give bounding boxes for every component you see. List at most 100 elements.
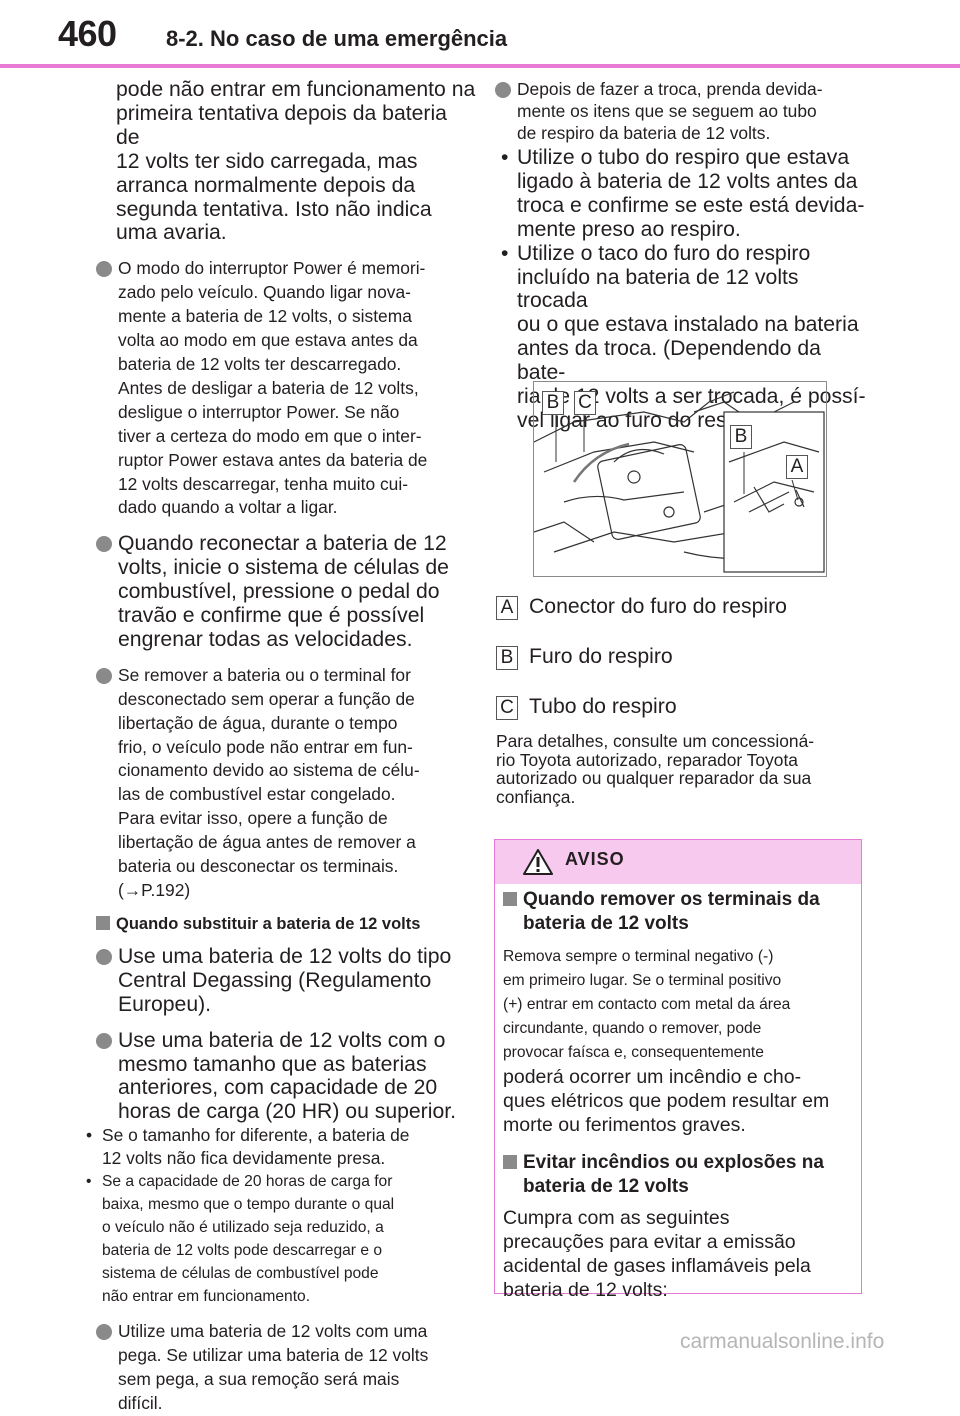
watermark-text[interactable]: carmanualsonline.info [680,1330,885,1353]
text-line: Se remover a bateria ou o terminal for [118,664,411,685]
dot-marker-icon: • [501,241,509,265]
text-line: cionamento devido ao sistema de célu- [118,760,420,781]
subheading-replace: Quando substituir a bateria de 12 volts [96,913,476,935]
text-line: Remova sempre o terminal negativo (-) [503,948,774,965]
text-line: ou o que estava instalado na bateria [517,313,859,337]
text-line: pode não entrar em funcionamento na [116,78,476,101]
text-line: volts, inicie o sistema de células de [118,556,449,580]
bullet-reconnect: Quando reconectar a bateria de 12 volts,… [96,532,476,652]
bullet-power-mode: O modo do interruptor Power é memori- za… [96,257,476,520]
text-line: bateria de 12 volts [523,1175,689,1197]
figure-legend: A Conector do furo do respiro B Furo do … [496,594,876,720]
text-line: Para evitar isso, opere a função de [118,808,388,829]
text-line: volta ao modo em que estava antes da [118,330,418,351]
right-column: Depois de fazer a troca, prenda devida- … [495,78,875,433]
text-line: anteriores, com capacidade de 20 [118,1076,438,1100]
text-line: ques elétricos que podem resultar em [503,1090,830,1112]
figure-label-a: A [786,455,808,479]
text-line: bateria ou desconectar os terminais. [118,856,399,877]
text-line: ria de 12 volts a ser trocada, é possí- [517,385,866,409]
sub-bullet-capacity: • Se a capacidade de 20 horas de carga f… [80,1170,476,1308]
text-line: las de combustível estar congelado. [118,784,396,805]
warning-body-fire: Cumpra com as seguintes precauções para … [503,1206,853,1302]
text-line: O modo do interruptor Power é memori- [118,258,426,279]
text-line: desligue o interruptor Power. Se não [118,401,400,422]
text-line: difícil. [118,1392,163,1413]
text-line: Evitar incêndios ou explosões na [523,1152,824,1173]
legend-text: Conector do furo do respiro [529,595,787,618]
bullet-dot-icon [96,261,112,278]
text-line: horas de carga (20 HR) ou superior. [118,1100,456,1124]
text-line: mente preso ao respiro. [517,217,741,241]
legend-item-c: C Tubo do respiro [496,694,876,720]
figure-label-b: B [542,391,564,415]
dot-marker-icon: • [86,1125,93,1146]
text-line: Cumpra com as seguintes [503,1207,730,1229]
bullet-dot-icon [96,1032,112,1049]
square-bullet-icon [503,1155,517,1169]
text-line: 12 volts ter sido carregada, mas [116,149,418,173]
bullet-water-release: Se remover a bateria ou o terminal for d… [96,664,476,903]
text-line: 12 volts descarregar, tenha muito cui- [118,473,408,494]
bullet-dot-icon [96,536,112,553]
text-line: tiver a certeza do modo em que o inter- [118,425,422,446]
text-line: bateria de 12 volts: [503,1279,668,1301]
text-line: acidental de gases inflamáveis pela [503,1255,811,1277]
text-line: poderá ocorrer um incêndio e cho- [503,1066,802,1088]
text-line: Use uma bateria de 12 volts do tipo [118,944,452,968]
text-line: 12 volts não fica devidamente presa. [102,1148,386,1169]
text-line: mente os itens que se seguem ao tubo [517,101,817,121]
bullet-after-replacement: Depois de fazer a troca, prenda devida- … [495,78,875,144]
text-line: Quando remover os terminais da [523,889,820,910]
figure-label-b: B [730,425,752,449]
text-line: provocar faísca e, consequentemente [503,1044,764,1061]
text-line: travão e confirme que é possível [118,604,425,628]
text-line: rio Toyota autorizado, reparador Toyota [496,749,798,770]
text-line: confiança. [496,786,576,807]
text-line: baixa, mesmo que o tempo durante o qual [102,1196,395,1214]
intro-paragraph: pode não entrar em funcionamento na prim… [96,78,476,245]
text-line: bateria de 12 volts ter descarregado. [118,353,402,374]
text-line: primeira tentativa depois da bateria de [116,101,447,149]
bullet-handle: Utilize uma bateria de 12 volts com uma … [96,1320,476,1416]
bullet-dot-icon [495,82,511,98]
text-line: segunda tentativa. Isto não indica [116,197,432,221]
section-title: 8-2. No caso de uma emergência [166,26,508,51]
text-line: libertação de água, durante o tempo [118,712,398,733]
text-line: antes da troca. (Dependendo da bate- [517,337,821,385]
text-line: sistema de células de combustível pode [102,1265,379,1283]
header-rule [0,64,960,68]
legend-text: Furo do respiro [529,645,673,668]
text-line: sem pega, a sua remoção será mais [118,1369,400,1390]
text-line: libertação de água antes de remover a [118,832,416,853]
warning-body-remove: Remova sempre o terminal negativo (-) em… [503,945,853,1137]
text-line: combustível, pressione o pedal do [118,580,440,604]
bullet-dot-icon [96,1324,112,1341]
warning-content: Quando remover os terminais da bateria d… [503,888,853,1302]
warning-heading-remove: Quando remover os terminais da bateria d… [503,888,853,935]
left-column: pode não entrar em funcionamento na prim… [86,78,476,1416]
text-line: uma avaria. [116,221,227,245]
text-line: dado quando a voltar a ligar. [118,497,338,518]
text-line: precauções para evitar a emissão [503,1231,796,1253]
text-line: não entrar em funcionamento. [102,1288,311,1306]
text-line: Depois de fazer a troca, prenda devida- [517,79,823,99]
text-line: morte ou ferimentos graves. [503,1114,746,1136]
text-line: mesmo tamanho que as baterias [118,1052,427,1076]
page-reference-link[interactable]: (→P.192) [118,880,191,900]
legend-text: Tubo do respiro [529,695,677,718]
text-line: Use uma bateria de 12 volts com o [118,1028,446,1052]
text-line: Antes de desligar a bateria de 12 volts, [118,377,419,398]
text-line: Se a capacidade de 20 horas de carga for [102,1173,393,1191]
text-line: zado pelo veículo. Quando ligar nova- [118,282,411,303]
square-bullet-icon [503,892,517,906]
text-line: de respiro da bateria de 12 volts. [517,123,771,143]
legend-key: C [496,696,518,720]
text-line: Utilize o taco do furo do respiro [517,241,811,265]
text-line: ligado à bateria de 12 volts antes da [517,169,858,193]
text-line: (+) entrar em contacto com metal da área [503,996,791,1013]
text-line: autorizado ou qualquer reparador da sua [496,768,812,788]
warning-heading-fire: Evitar incêndios ou explosões na bateria… [503,1151,853,1198]
square-bullet-icon [96,915,110,930]
text-line: pega. Se utilizar uma bateria de 12 volt… [118,1345,429,1366]
